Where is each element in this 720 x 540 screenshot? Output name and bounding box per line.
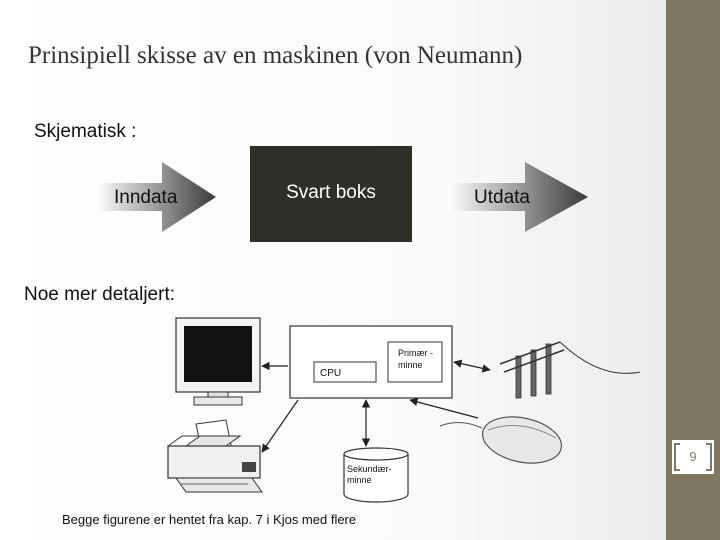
primary-memory-label-line1: Primær - <box>398 348 433 358</box>
arrow-to-printer <box>262 400 298 452</box>
monitor-icon <box>176 318 260 405</box>
printer-icon <box>168 420 262 492</box>
primary-memory-label-line2: minne <box>398 360 423 370</box>
secondary-memory-label-line1: Sekundær- <box>347 464 392 474</box>
network-cable-icon <box>500 342 640 398</box>
arrow-system-network <box>454 362 490 370</box>
page-number-badge: 9 <box>672 440 714 474</box>
source-footnote: Begge figurene er hentet fra kap. 7 i Kj… <box>62 512 356 527</box>
cpu-label: CPU <box>320 368 341 379</box>
secondary-memory-label-line2: minne <box>347 475 372 485</box>
mouse-icon <box>440 410 566 470</box>
page-number: 9 <box>672 449 714 464</box>
arrow-from-mouse <box>410 400 478 418</box>
